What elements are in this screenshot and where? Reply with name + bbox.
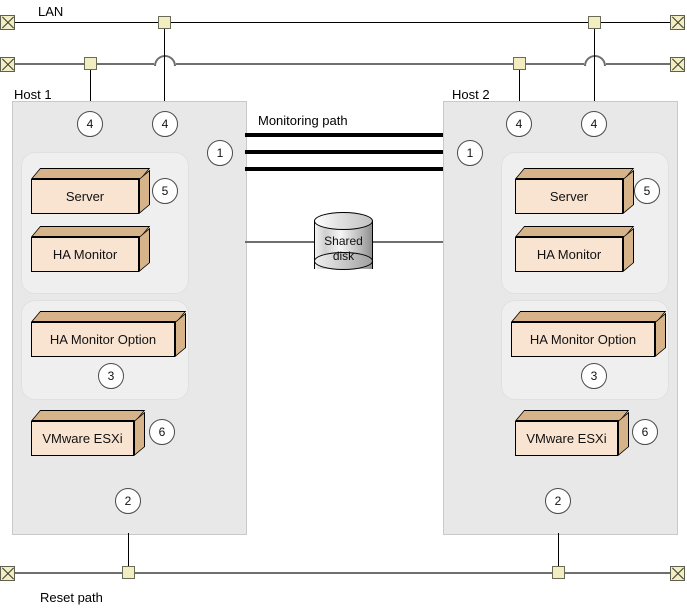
lan-upper-node-host1[interactable] [158,16,171,29]
box-side-face [134,411,145,456]
cylinder-top [314,212,373,230]
lan-lower-node-host1[interactable] [84,57,97,70]
lan-lower-node-host2[interactable] [513,57,526,70]
host1-box-ha-monitor-option-label: HA Monitor Option [31,322,175,357]
host2-box-ha-monitor[interactable]: HA Monitor [515,226,635,272]
host1-badge-network: 1 [207,140,233,166]
box-top-face [31,168,151,179]
host1-box-server-label: Server [31,179,139,214]
reset-right-terminator-icon [670,566,685,581]
host1-title: Host 1 [14,87,52,102]
lan-line-upper [14,22,673,23]
box-top-face [31,410,146,421]
monitoring-path-line-3 [245,167,443,171]
lan-upper-drop-host1-over [164,29,165,101]
host1-badge-nic-1: 4 [77,111,103,137]
host1-box-vmware-esxi[interactable]: VMware ESXi [31,410,146,456]
host1-box-ha-monitor-label: HA Monitor [31,237,139,272]
reset-drop-host1 [128,533,129,573]
reset-drop-host2 [558,533,559,573]
lan-lower-drop-host1 [90,70,91,101]
shared-disk-label: Shared disk [314,234,373,264]
host1-box-vmware-esxi-label: VMware ESXi [31,421,134,456]
host2-box-vmware-esxi-label: VMware ESXi [515,421,618,456]
lan-label: LAN [38,4,64,19]
box-side-face [618,411,629,456]
lan-lower-drop-host2 [519,70,520,101]
lan-upper-drop-host2-over [594,29,595,101]
box-top-face [515,168,635,179]
lan-upper-right-terminator-icon [670,15,685,30]
host1-badge-app: 5 [152,178,178,204]
shared-disk-label-line2: disk [332,249,355,263]
reset-left-terminator-icon [0,566,15,581]
host1-box-server[interactable]: Server [31,168,151,214]
lan-lower-right-terminator-icon [670,57,685,72]
shared-disk-icon: Shared disk [314,212,373,270]
reset-node-host2[interactable] [552,566,565,579]
host2-box-server[interactable]: Server [515,168,635,214]
monitoring-path-line-2 [245,150,443,154]
host2-badge-network: 1 [457,140,483,166]
box-top-face [31,311,187,322]
host2-box-ha-monitor-label: HA Monitor [515,237,623,272]
host1-badge-nic-2: 4 [152,111,178,137]
shared-disk-link-host1 [245,241,315,243]
box-side-face [623,169,634,214]
shared-disk-label-line1: Shared [324,234,363,248]
cylinder-bottom [314,252,373,270]
host2-box-server-label: Server [515,179,623,214]
box-side-face [175,312,186,357]
host2-badge-nic-2: 4 [581,111,607,137]
box-top-face [511,311,667,322]
host2-badge-hypervisor: 6 [632,419,658,445]
lan-upper-node-host2[interactable] [588,16,601,29]
monitoring-path-label: Monitoring path [258,113,348,128]
host2-badge-nic-1: 4 [506,111,532,137]
reset-path-line [14,572,673,574]
lan-upper-left-terminator-icon [0,15,15,30]
host2-badge-reset: 2 [545,488,571,514]
box-side-face [139,227,150,272]
lan-line-lower [14,63,673,65]
box-top-face [31,226,151,237]
box-side-face [655,312,666,357]
lan-lower-left-terminator-icon [0,57,15,72]
reset-node-host1[interactable] [122,566,135,579]
box-top-face [515,226,635,237]
host2-title: Host 2 [452,87,490,102]
shared-disk-link-host2 [372,241,443,243]
host2-box-ha-monitor-option-label: HA Monitor Option [511,322,655,357]
line-hop-host1-icon [154,55,176,66]
host2-box-vmware-esxi[interactable]: VMware ESXi [515,410,630,456]
box-top-face [515,410,630,421]
monitoring-path-line-1 [245,133,443,137]
host1-box-ha-monitor-option[interactable]: HA Monitor Option [31,311,187,357]
reset-path-label: Reset path [40,590,103,605]
host1-badge-reset: 2 [115,488,141,514]
host1-badge-hypervisor: 6 [149,419,175,445]
host2-badge-app: 5 [634,178,660,204]
box-side-face [139,169,150,214]
line-hop-host2-icon [584,55,606,66]
host2-badge-option: 3 [581,363,607,389]
host1-badge-option: 3 [98,363,124,389]
host1-box-ha-monitor[interactable]: HA Monitor [31,226,151,272]
box-side-face [623,227,634,272]
host2-box-ha-monitor-option[interactable]: HA Monitor Option [511,311,667,357]
